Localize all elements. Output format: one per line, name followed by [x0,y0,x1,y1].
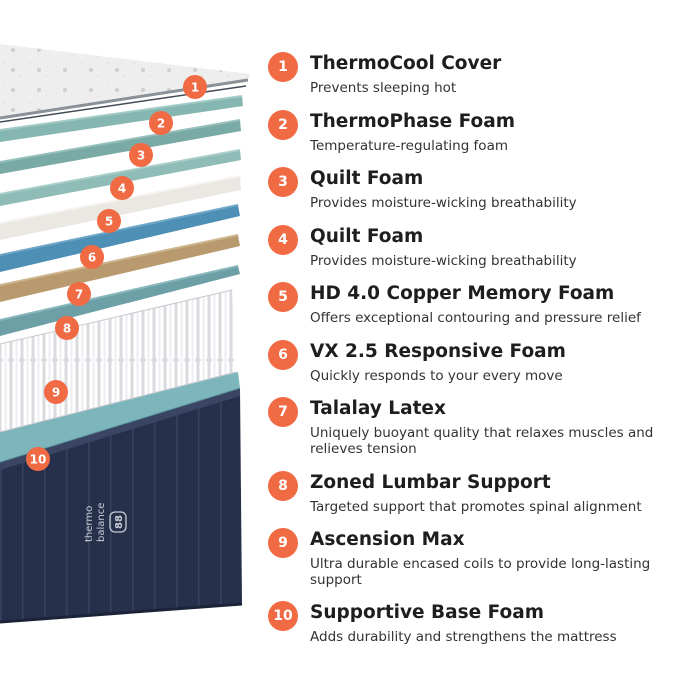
layer-title: VX 2.5 Responsive Foam [310,341,566,362]
svg-text:thermo: thermo [84,506,95,542]
layer-title: Zoned Lumbar Support [310,472,551,493]
svg-text:1: 1 [191,81,199,95]
layer-description: Prevents sleeping hot [310,80,457,96]
layer-title: Quilt Foam [310,168,424,189]
layer-description: Offers exceptional contouring and pressu… [310,310,641,326]
thermo-balance-logo: thermo balance [84,503,107,542]
number-badge: 10 [268,601,298,631]
callout-5: 5 [97,209,121,233]
layer-title: HD 4.0 Copper Memory Foam [310,283,615,304]
number-badge: 1 [268,52,298,82]
callout-4: 4 [110,176,134,200]
mattress-illustration: thermo balance 88 [0,44,250,624]
thermo-balance-badge: 88 [109,511,127,533]
layer-description: Quickly responds to your every move [310,368,563,384]
callout-1: 1 [183,75,207,99]
talalay-latex-layer [0,235,240,302]
svg-text:8: 8 [63,322,71,336]
thermophase-foam-layer [0,96,243,142]
number-badge: 4 [268,225,298,255]
responsive-foam-layer [0,205,240,272]
base-foam-layer: thermo balance 88 [0,388,243,624]
callout-2: 2 [149,111,173,135]
number-badge: 7 [268,397,298,427]
callout-10: 10 [26,447,50,471]
svg-text:6: 6 [88,251,96,265]
svg-text:2: 2 [157,117,165,131]
svg-text:7: 7 [75,288,83,302]
layer-title: ThermoPhase Foam [310,111,516,132]
layer-description: Uniquely buoyant quality that relaxes mu… [310,425,654,457]
layer-description: Temperature-regulating foam [310,138,508,154]
layer-description: Adds durability and strengthens the matt… [310,629,617,645]
svg-text:3: 3 [137,149,145,163]
svg-text:88: 88 [114,515,125,529]
layer-description: Provides moisture-wicking breathability [310,195,577,211]
layer-description: Provides moisture-wicking breathability [310,253,577,269]
callout-3: 3 [129,143,153,167]
layer-title: Talalay Latex [310,398,446,419]
layer-description: Ultra durable encased coils to provide l… [310,556,651,588]
layer-title: Supportive Base Foam [310,602,544,623]
svg-text:10: 10 [30,453,47,467]
number-badge: 9 [268,528,298,558]
layer-title: Ascension Max [310,529,465,550]
callout-9: 9 [44,380,68,404]
layer-title: ThermoCool Cover [310,53,502,74]
number-badge: 8 [268,471,298,501]
number-badge: 5 [268,282,298,312]
number-badge: 2 [268,110,298,140]
copper-memory-foam-layer [0,176,241,240]
layer-title: Quilt Foam [310,226,424,247]
svg-text:9: 9 [52,386,60,400]
callout-6: 6 [80,245,104,269]
svg-text:4: 4 [118,182,126,196]
callout-7: 7 [67,282,91,306]
svg-text:balance: balance [96,503,107,542]
number-badge: 6 [268,340,298,370]
number-badge: 3 [268,167,298,197]
quilt-foam-layer-1 [0,120,241,174]
svg-text:5: 5 [105,215,113,229]
callout-8: 8 [55,316,79,340]
layer-description: Targeted support that promotes spinal al… [310,499,642,515]
base-foam-top-layer [0,372,240,462]
